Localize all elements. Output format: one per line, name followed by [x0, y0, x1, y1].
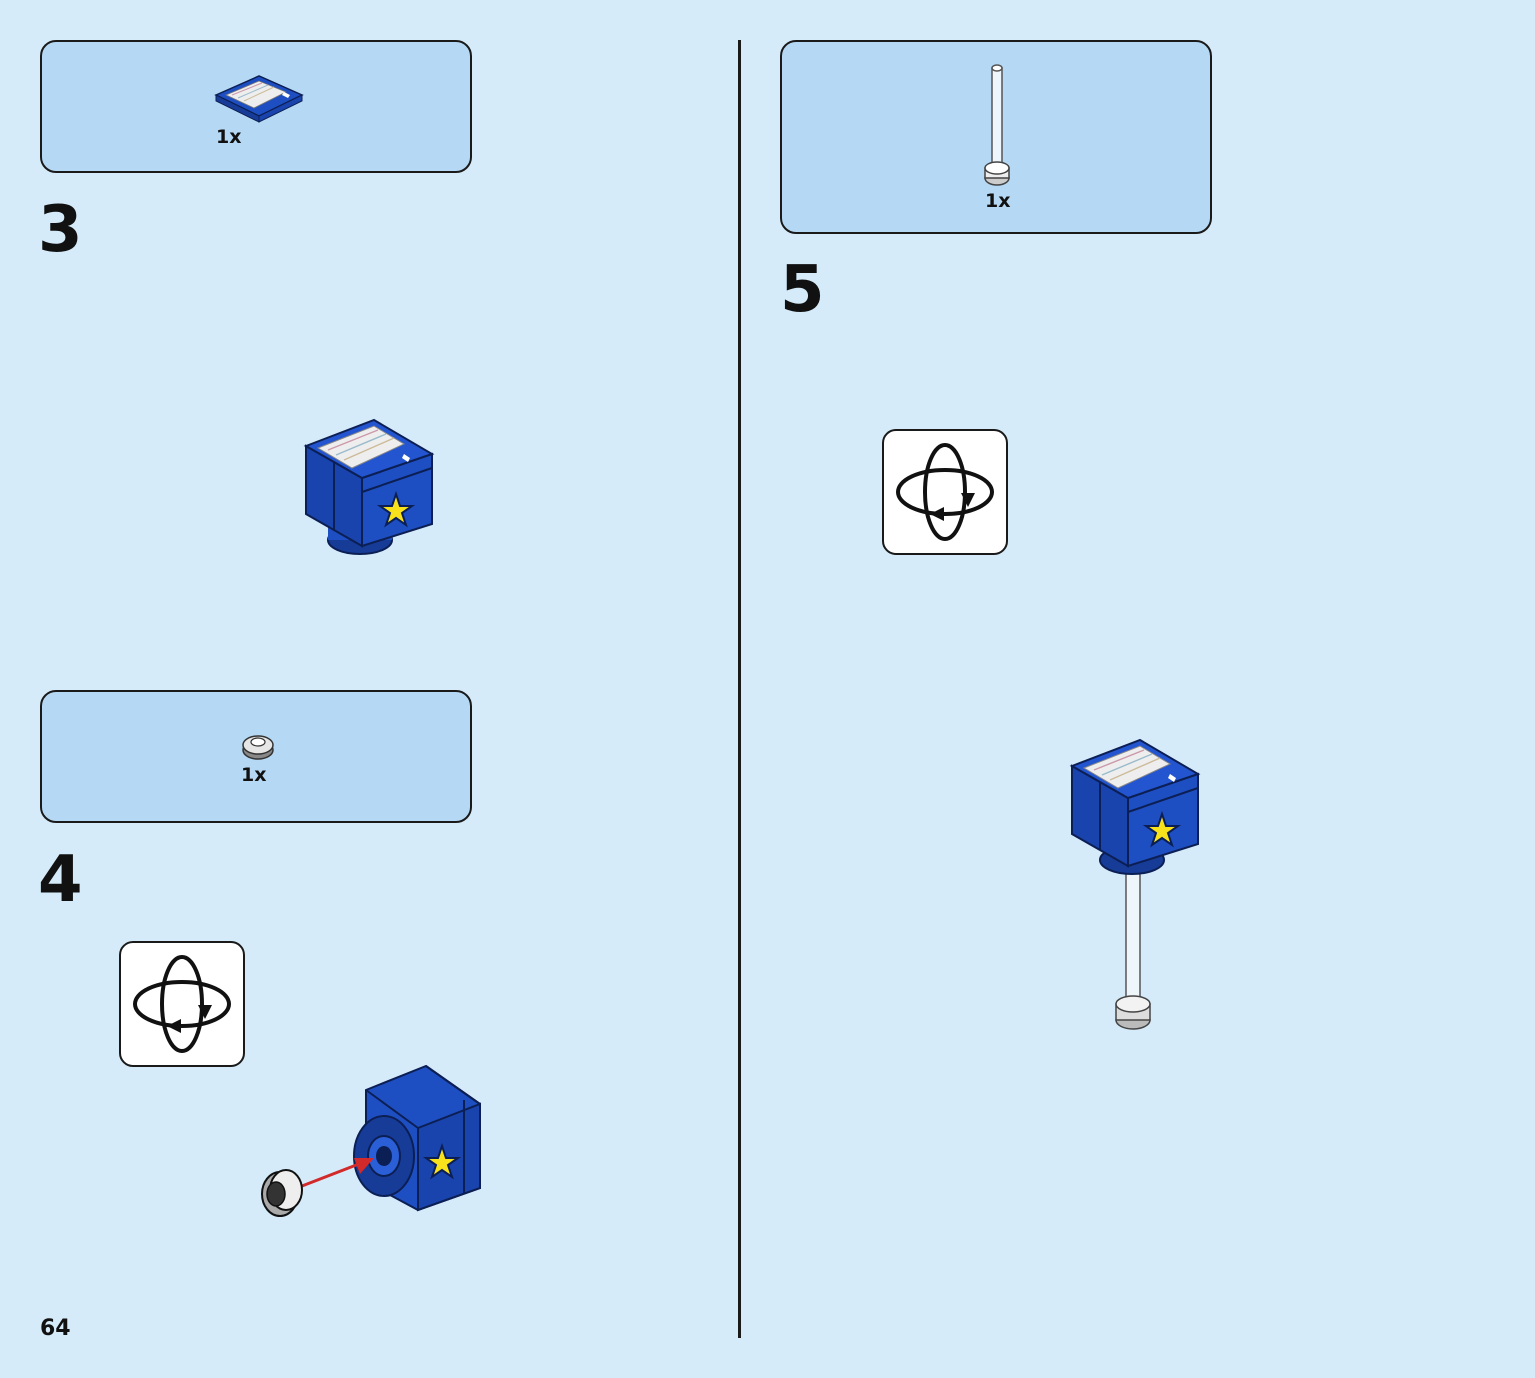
step-3-parts-box: 1x: [40, 40, 472, 173]
round-plate-1x1-icon: [242, 735, 274, 760]
printed-tile-2x2-icon: [214, 75, 304, 123]
assembled-block-with-bar-model: [1069, 738, 1201, 1030]
rotate-model-hint: [882, 429, 1008, 555]
transparent-bar-icon: [984, 64, 1010, 186]
column-divider: [738, 40, 741, 1338]
rotate-model-icon: [133, 955, 231, 1053]
step-number: 5: [780, 253, 825, 327]
page-number: 64: [40, 1316, 71, 1341]
step-5-parts-box: 1x: [780, 40, 1212, 234]
step-4-parts-box: 1x: [40, 690, 472, 823]
part-quantity: 1x: [216, 126, 242, 148]
assembled-question-block-model: [303, 418, 435, 555]
attach-plate-to-block-illustration: [261, 1064, 481, 1217]
step-number: 4: [38, 843, 83, 917]
part-quantity: 1x: [241, 764, 267, 786]
step-number: 3: [38, 193, 83, 267]
rotate-model-hint: [119, 941, 245, 1067]
rotate-model-icon: [896, 443, 994, 541]
part-quantity: 1x: [985, 190, 1011, 212]
